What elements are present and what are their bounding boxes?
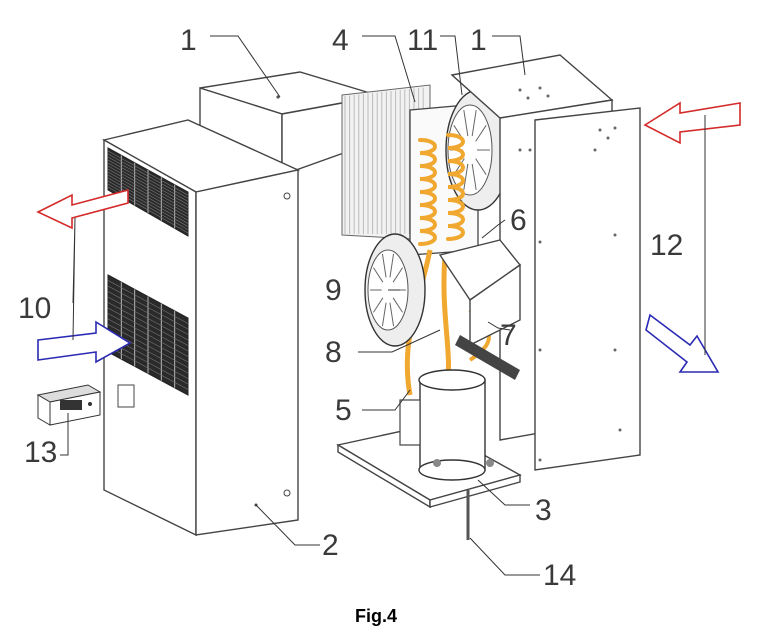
hot-air-inlet-arrow (643, 101, 741, 145)
figure-caption: Fig.4 (355, 606, 397, 626)
callout-11: 11 (407, 24, 438, 57)
callout-1-left: 1 (180, 24, 197, 57)
controller-display (36, 384, 102, 426)
cold-air-outlet-arrow (645, 313, 720, 373)
callout-7: 7 (500, 319, 517, 352)
callout-9: 9 (325, 274, 342, 307)
side-panel-right (450, 54, 641, 471)
callout-12: 12 (650, 229, 683, 262)
callout-1-right: 1 (470, 24, 487, 57)
callout-2: 2 (322, 529, 339, 562)
callout-5: 5 (335, 394, 352, 427)
callout-13: 13 (24, 436, 57, 469)
callout-4: 4 (332, 24, 349, 57)
leader-lines (60, 35, 706, 576)
callout-10: 10 (18, 292, 51, 325)
callout-8: 8 (325, 336, 342, 369)
hot-air-outlet-arrow (36, 188, 129, 230)
lower-grille (107, 274, 189, 396)
callout-14: 14 (543, 559, 576, 592)
compressor (399, 369, 494, 481)
cold-air-inlet-arrow (37, 320, 132, 364)
callout-3: 3 (535, 494, 552, 527)
front-cabinet (102, 119, 301, 537)
expansion-valve (438, 239, 522, 380)
callout-6: 6 (510, 204, 527, 237)
